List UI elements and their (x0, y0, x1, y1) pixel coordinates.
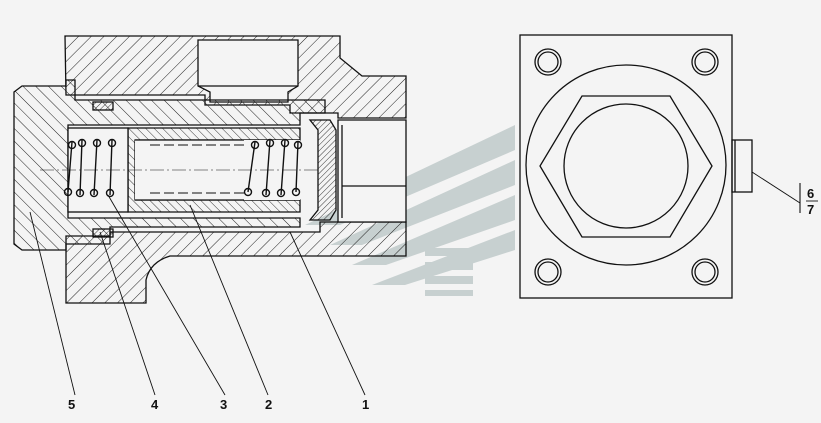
body-outer-circle (525, 64, 727, 266)
callout-5: 5 (68, 398, 75, 412)
callout-2-text: 2 (265, 397, 273, 412)
bolt-hole-br (691, 258, 719, 286)
callout-3-text: 3 (220, 397, 228, 412)
hex-nut (539, 95, 713, 238)
callout-5-text: 5 (68, 397, 76, 412)
callout-7-text: 7 (807, 202, 815, 217)
valve-seat (308, 119, 337, 221)
seal-ring-upper (92, 101, 114, 111)
end-plug (13, 79, 326, 251)
section-view (13, 35, 407, 304)
callout-1: 1 (362, 398, 369, 412)
housing-lower (65, 221, 407, 304)
callout-6: 6 (807, 187, 814, 201)
callout-4-text: 4 (151, 397, 159, 412)
seal-ring-lower (92, 228, 114, 238)
bolt-hole-bl (534, 258, 562, 286)
callout-1-text: 1 (362, 397, 370, 412)
top-port (197, 39, 299, 103)
bolt-hole-tr (691, 48, 719, 76)
callout-2: 2 (265, 398, 272, 412)
callout-4: 4 (151, 398, 158, 412)
side-boss (731, 139, 753, 193)
bolt-hole-tl (534, 48, 562, 76)
hex-inner-circle (563, 103, 689, 229)
callout-3: 3 (220, 398, 227, 412)
outlet-port (337, 119, 407, 223)
callout-7: 7 (807, 203, 814, 217)
leader-lines-section (29, 194, 366, 396)
callout-6-text: 6 (807, 186, 815, 201)
spring (63, 138, 303, 198)
end-view (519, 34, 801, 299)
